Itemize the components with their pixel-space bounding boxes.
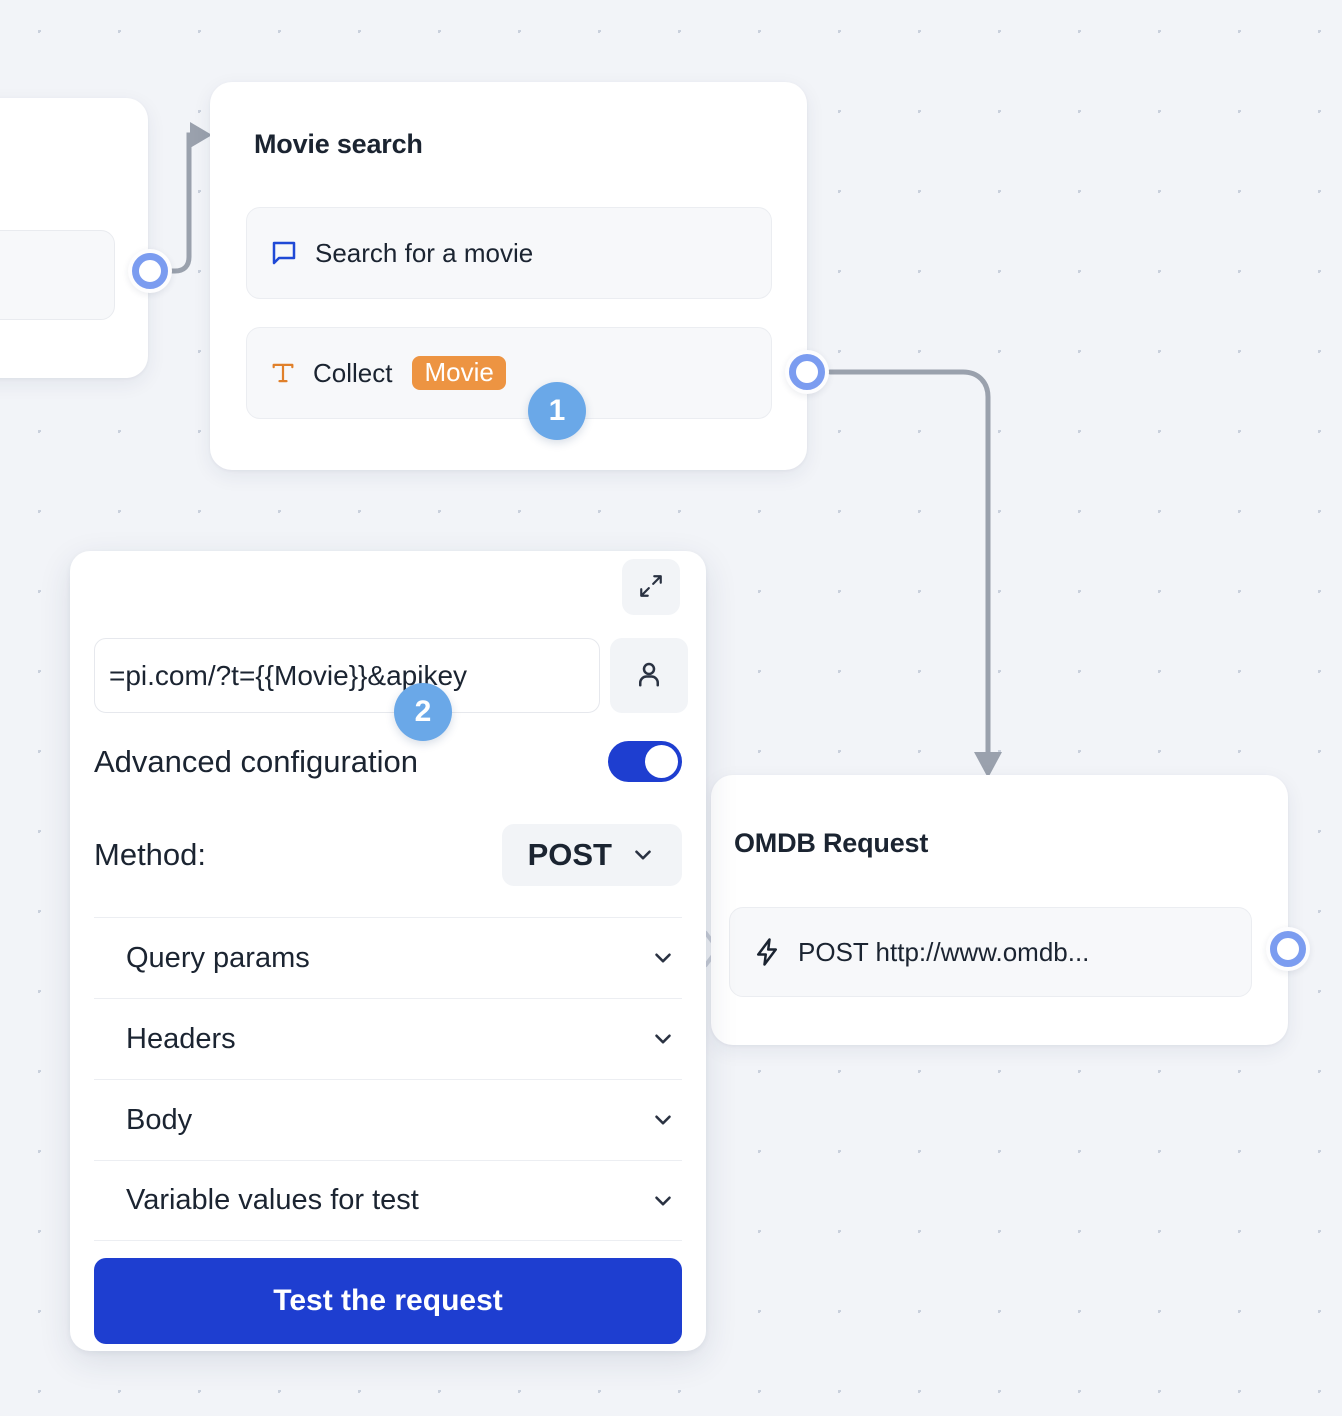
node-item-post-request[interactable]: POST http://www.omdb... xyxy=(729,907,1252,997)
text-field-icon xyxy=(269,359,297,387)
method-dropdown[interactable]: POST xyxy=(501,824,682,886)
method-value: POST xyxy=(527,837,612,872)
section-body[interactable]: Body xyxy=(94,1079,682,1160)
chevron-down-icon xyxy=(650,1107,676,1133)
movie-search-node[interactable]: Movie search Search for a movie Collect … xyxy=(210,82,807,470)
omdb-request-title: OMDB Request xyxy=(734,828,929,858)
request-config-panel: Advanced configuration Method: POST Quer… xyxy=(70,551,706,1351)
node-item-search-for-a-movie[interactable]: Search for a movie xyxy=(246,207,772,299)
omdb-request-output-port[interactable] xyxy=(1266,927,1310,971)
method-row: Method: POST xyxy=(94,824,682,886)
chevron-down-icon xyxy=(650,945,676,971)
node-item-label: Search for a movie xyxy=(315,237,534,268)
lightning-bolt-icon xyxy=(752,937,782,967)
auth-user-button[interactable] xyxy=(610,638,688,713)
section-label: Query params xyxy=(126,941,310,974)
config-sections-accordion: Query params Headers Body Variable value… xyxy=(94,917,682,1241)
expand-diagonal-icon xyxy=(638,573,664,602)
movie-search-output-port[interactable] xyxy=(785,350,829,394)
movie-search-title: Movie search xyxy=(254,129,423,159)
previous-node-output-port[interactable] xyxy=(128,249,172,293)
section-label: Body xyxy=(126,1103,193,1136)
chevron-down-icon xyxy=(650,1188,676,1214)
node-item-collect[interactable]: Collect Movie xyxy=(246,327,772,419)
section-label: Variable values for test xyxy=(126,1184,419,1216)
advanced-configuration-label: Advanced configuration xyxy=(94,743,419,779)
node-item-label: POST http://www.omdb... xyxy=(798,936,1090,967)
advanced-configuration-toggle[interactable] xyxy=(608,741,682,782)
expand-panel-button[interactable] xyxy=(622,559,680,615)
test-the-request-button[interactable]: Test the request xyxy=(94,1258,682,1344)
method-label: Method: xyxy=(94,837,207,872)
section-headers[interactable]: Headers xyxy=(94,998,682,1079)
callout-badge-1: 1 xyxy=(528,382,586,440)
previous-node-card[interactable] xyxy=(0,98,148,378)
chevron-down-icon xyxy=(650,1026,676,1052)
message-bubble-icon xyxy=(269,238,299,268)
node-item-label: Collect xyxy=(313,357,393,388)
request-url-input[interactable] xyxy=(94,638,600,713)
callout-badge-2: 2 xyxy=(394,683,452,741)
chevron-down-icon xyxy=(630,842,656,868)
omdb-request-node[interactable]: OMDB Request POST http://www.omdb... xyxy=(711,775,1288,1045)
section-variable-values-for-test[interactable]: Variable values for test xyxy=(94,1160,682,1241)
variable-chip-movie[interactable]: Movie xyxy=(412,356,506,390)
previous-node-item[interactable] xyxy=(0,230,115,320)
section-label: Headers xyxy=(126,1022,236,1055)
section-query-params[interactable]: Query params xyxy=(94,917,682,998)
advanced-configuration-row: Advanced configuration xyxy=(94,741,682,782)
user-icon xyxy=(634,659,664,692)
url-row xyxy=(94,638,688,713)
